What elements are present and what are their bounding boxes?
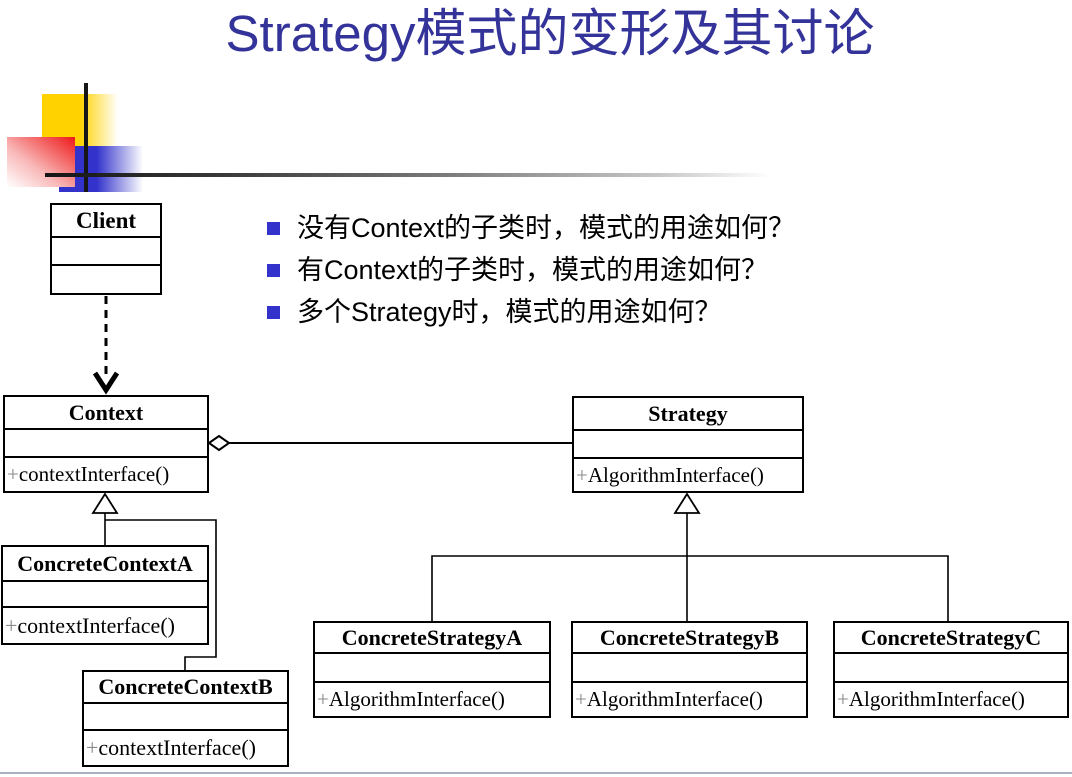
generalization-branch-strategy-ac (431, 555, 949, 621)
method-visibility: + (5, 612, 18, 638)
class-attributes-empty (5, 430, 207, 458)
class-attributes-empty (84, 704, 287, 731)
class-attributes-empty (52, 238, 160, 266)
method-name: AlgorithmInterface() (848, 687, 1025, 711)
class-methods-empty (52, 266, 160, 293)
dependency-arrowhead-icon (92, 371, 120, 395)
aggregation-diamond-icon (207, 434, 231, 452)
class-attributes-empty (315, 654, 549, 683)
bullet-text: 多个Strategy时，模式的用途如何？ (297, 297, 722, 327)
class-name: Strategy (574, 398, 802, 431)
square-bullet-icon (267, 305, 280, 319)
class-method: +AlgorithmInterface() (574, 459, 802, 491)
class-name: ConcreteStrategyC (835, 623, 1067, 654)
uml-class-concrete-context-b: ConcreteContextB +contextInterface() (82, 670, 289, 767)
uml-class-concrete-context-a: ConcreteContextA +contextInterface() (1, 545, 209, 645)
method-visibility: + (575, 687, 587, 711)
generalization-triangle-strategy-icon (673, 492, 701, 514)
bullet-text: 有Context的子类时，模式的用途如何？ (297, 255, 769, 285)
class-name: ConcreteStrategyA (315, 623, 549, 654)
uml-class-client: Client (50, 203, 162, 295)
class-name: ConcreteContextA (3, 547, 207, 582)
class-method: +AlgorithmInterface() (835, 683, 1067, 716)
class-attributes-empty (835, 654, 1067, 683)
class-name: ConcreteContextB (84, 672, 287, 704)
slide-bottom-rule (0, 772, 1072, 774)
uml-class-context: Context +contextInterface() (3, 395, 209, 493)
bullet-list: 没有Context的子类时，模式的用途如何？ 有Context的子类时，模式的用… (267, 207, 907, 333)
method-name: AlgorithmInterface() (328, 687, 505, 711)
class-method: +contextInterface() (3, 608, 207, 643)
class-attributes-empty (574, 431, 802, 459)
class-name: Client (52, 205, 160, 238)
method-name: contextInterface() (17, 612, 175, 638)
list-item: 有Context的子类时，模式的用途如何？ (267, 249, 907, 291)
method-visibility: + (576, 462, 588, 487)
list-item: 没有Context的子类时，模式的用途如何？ (267, 207, 907, 249)
decoration-vertical-line (84, 83, 88, 192)
uml-class-strategy: Strategy +AlgorithmInterface() (572, 396, 804, 493)
class-method: +AlgorithmInterface() (315, 683, 549, 716)
uml-class-concrete-strategy-a: ConcreteStrategyA +AlgorithmInterface() (313, 621, 551, 718)
decoration-red-square (7, 137, 75, 187)
list-item: 多个Strategy时，模式的用途如何？ (267, 291, 907, 333)
generalization-triangle-context-icon (91, 492, 119, 514)
page-title: Strategy模式的变形及其讨论 (225, 5, 875, 62)
uml-class-concrete-strategy-b: ConcreteStrategyB +AlgorithmInterface() (571, 621, 808, 718)
method-visibility: + (837, 687, 849, 711)
class-method: +AlgorithmInterface() (573, 683, 806, 716)
bullet-text: 没有Context的子类时，模式的用途如何？ (297, 213, 796, 243)
uml-class-concrete-strategy-c: ConcreteStrategyC +AlgorithmInterface() (833, 621, 1069, 718)
decoration-horizontal-line (45, 173, 770, 177)
method-name: AlgorithmInterface() (586, 687, 763, 711)
class-attributes-empty (3, 582, 207, 608)
class-method: +contextInterface() (84, 731, 287, 765)
generalization-branch-context-b (105, 519, 217, 671)
method-name: contextInterface() (18, 462, 170, 486)
square-bullet-icon (267, 263, 280, 277)
class-name: ConcreteStrategyB (573, 623, 806, 654)
method-name: contextInterface() (98, 735, 256, 760)
method-name: AlgorithmInterface() (587, 462, 764, 487)
class-method: +contextInterface() (5, 458, 207, 491)
method-visibility: + (7, 462, 19, 486)
square-bullet-icon (267, 221, 280, 235)
class-attributes-empty (573, 654, 806, 683)
method-visibility: + (317, 687, 329, 711)
method-visibility: + (86, 735, 99, 760)
class-name: Context (5, 397, 207, 430)
